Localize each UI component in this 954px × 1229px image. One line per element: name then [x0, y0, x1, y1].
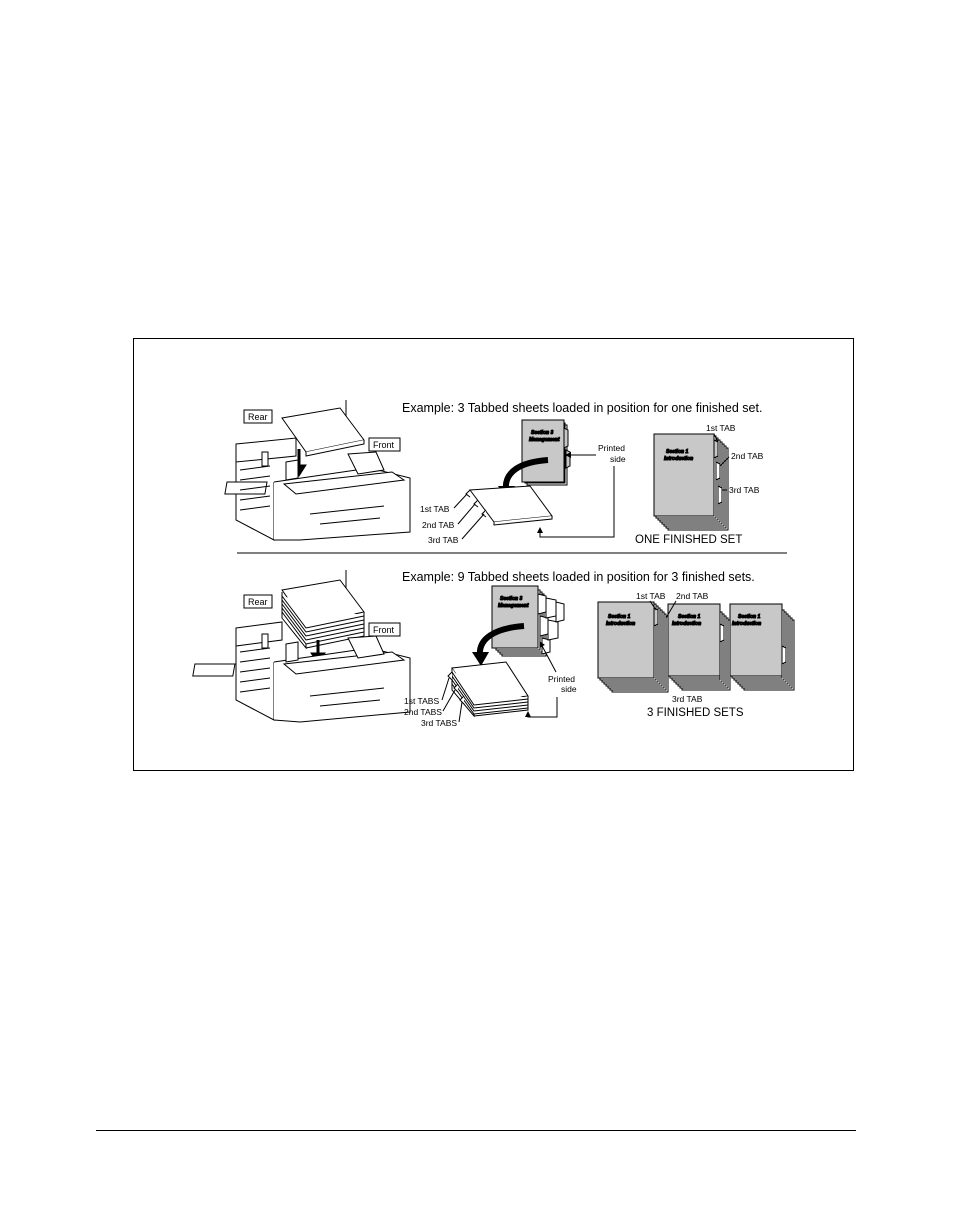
bottom-panel: Example: 9 Tabbed sheets loaded in posit… [192, 570, 795, 728]
bottom-label-rear: Rear [243, 594, 273, 609]
bottom-label-front: Front [368, 622, 401, 637]
svg-text:1st TABS: 1st TABS [404, 696, 439, 706]
svg-text:2nd TAB: 2nd TAB [422, 520, 455, 530]
svg-text:Section 1: Section 1 [608, 614, 630, 620]
bottom-loaded-stack [447, 661, 529, 718]
top-caption: Example: 3 Tabbed sheets loaded in posit… [402, 401, 762, 415]
svg-text:Section 1: Section 1 [678, 614, 700, 620]
svg-text:Front: Front [373, 625, 395, 635]
bottom-flip-arrow [476, 623, 525, 657]
top-set-title-2: Introduction [664, 456, 693, 462]
top-set-title-1: Section 1 [666, 449, 688, 455]
top-sheet-title-1: Section 3 [531, 430, 553, 436]
svg-text:Rear: Rear [248, 597, 268, 607]
svg-text:1st TAB: 1st TAB [706, 423, 736, 433]
bottom-printed-side-2: side [561, 684, 577, 694]
svg-text:1st TAB: 1st TAB [420, 504, 450, 514]
top-return-arrow [537, 466, 615, 538]
bottom-finished-set-2: Section 1 Introduction [667, 603, 731, 691]
svg-text:2nd TAB: 2nd TAB [731, 451, 764, 461]
top-set-tabs: 1st TAB 2nd TAB 3rd TAB [706, 423, 764, 495]
svg-text:Front: Front [373, 440, 395, 450]
top-printed-side-1: Printed [598, 443, 625, 453]
bottom-printed-arrow [539, 641, 557, 673]
bottom-sheet-title-1: Section 3 [500, 596, 522, 602]
svg-text:3rd TAB: 3rd TAB [672, 694, 703, 704]
figure-frame [133, 338, 854, 771]
svg-text:2nd TAB: 2nd TAB [676, 591, 709, 601]
bottom-caption: Example: 9 Tabbed sheets loaded in posit… [402, 570, 755, 584]
bottom-finished-set-3: Section 1 Introduction [729, 603, 795, 691]
svg-text:Introduction: Introduction [606, 621, 635, 627]
bottom-result-label: 3 FINISHED SETS [647, 707, 744, 719]
svg-text:Introduction: Introduction [732, 621, 761, 627]
top-printed-side-2: side [610, 454, 626, 464]
bottom-finished-set-1: Section 1 Introduction [597, 601, 669, 693]
svg-text:Rear: Rear [248, 412, 268, 422]
svg-text:2nd TABS: 2nd TABS [404, 707, 442, 717]
bottom-set-tabs: 1st TAB 2nd TAB 3rd TAB [636, 591, 709, 704]
top-stack-tabs: 1st TAB 2nd TAB 3rd TAB [420, 493, 485, 545]
top-loaded-stack [465, 485, 553, 526]
svg-text:Introduction: Introduction [672, 621, 701, 627]
svg-text:3rd TAB: 3rd TAB [428, 535, 459, 545]
top-label-rear: Rear [243, 409, 273, 424]
svg-text:3rd TAB: 3rd TAB [729, 485, 760, 495]
bottom-tray-illustration [192, 570, 411, 723]
top-result-label: ONE FINISHED SET [635, 534, 742, 546]
bottom-stack-tabs: 1st TABS 2nd TABS 3rd TABS [404, 677, 463, 728]
top-flip-arrow [502, 457, 549, 491]
svg-text:1st TAB: 1st TAB [636, 591, 666, 601]
footer-rule [96, 1130, 856, 1131]
top-panel: Example: 3 Tabbed sheets loaded in posit… [224, 400, 764, 546]
bottom-printed-side-1: Printed [548, 674, 575, 684]
svg-text:Section 1: Section 1 [738, 614, 760, 620]
bottom-tabbed-sheets: Section 3 Management [491, 585, 565, 657]
top-finished-set: Section 1 Introduction [653, 433, 729, 531]
bottom-return-arrow [525, 697, 558, 718]
top-sheet-title-2: Management [529, 437, 560, 443]
bottom-sheet-title-2: Management [498, 603, 529, 609]
top-tray-illustration [224, 400, 411, 541]
svg-text:3rd TABS: 3rd TABS [421, 718, 457, 728]
top-label-front: Front [368, 437, 401, 452]
top-tabbed-sheet: Section 3 Management [521, 419, 571, 486]
